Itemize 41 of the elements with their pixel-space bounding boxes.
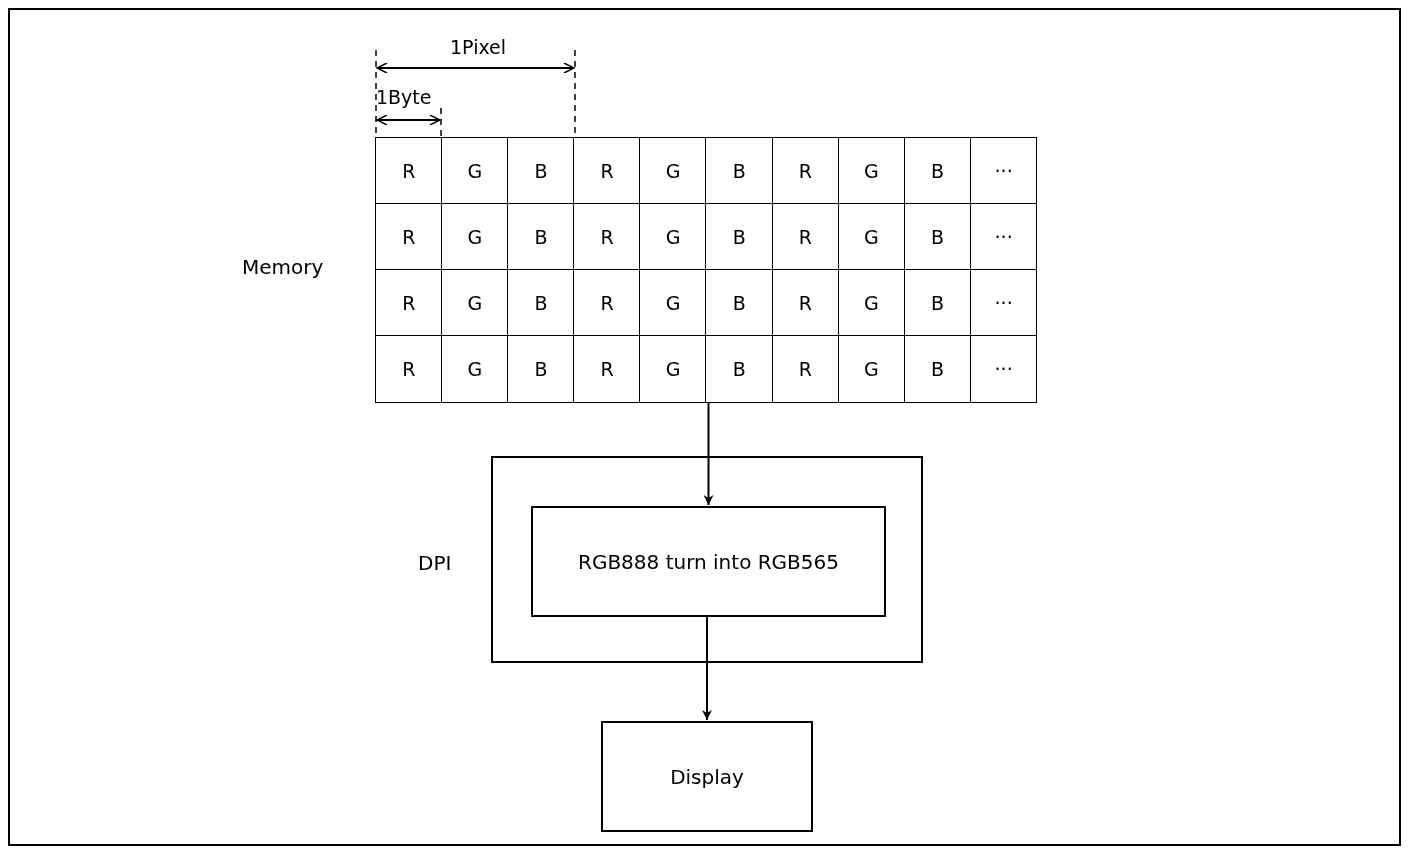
table-cell: B	[507, 137, 575, 205]
table-cell: B	[705, 335, 774, 403]
dimension-label: 1Byte	[376, 86, 432, 108]
table-cell: ···	[969, 137, 1038, 205]
process-box	[601, 721, 813, 832]
table-cell: ···	[969, 269, 1038, 337]
table-cell: R	[375, 269, 443, 337]
table-cell: B	[903, 335, 972, 403]
table-cell: R	[375, 335, 443, 403]
table-cell: ···	[969, 335, 1038, 403]
box-label: Display	[670, 764, 744, 789]
arrow	[703, 401, 714, 506]
arrow	[702, 616, 712, 721]
box-label: RGB888 turn into RGB565	[578, 549, 839, 574]
table-cell: ···	[969, 203, 1038, 271]
table-cell: R	[573, 335, 641, 403]
table-cell: B	[705, 269, 774, 337]
table-cell: B	[705, 137, 774, 205]
table-cell: R	[573, 269, 641, 337]
table-cell: R	[573, 137, 641, 205]
table-cell: G	[441, 203, 509, 271]
table-cell: B	[507, 203, 575, 271]
table-cell: R	[573, 203, 641, 271]
process-box	[531, 506, 886, 617]
table-cell: R	[375, 137, 443, 205]
node-label: DPI	[418, 551, 452, 575]
node-label: Memory	[242, 255, 324, 279]
table-cell: G	[639, 269, 707, 337]
table-cell: G	[441, 335, 509, 403]
table-cell: R	[771, 335, 840, 403]
table-cell: G	[837, 335, 906, 403]
table-cell: G	[441, 269, 509, 337]
table-cell: R	[375, 203, 443, 271]
dimension-label: 1Pixel	[450, 36, 507, 58]
table-cell: G	[639, 203, 707, 271]
table-cell: B	[507, 335, 575, 403]
table-cell: G	[639, 335, 707, 403]
table-cell: G	[441, 137, 509, 205]
table-cell: B	[705, 203, 774, 271]
table-cell: B	[507, 269, 575, 337]
table-cell: G	[639, 137, 707, 205]
